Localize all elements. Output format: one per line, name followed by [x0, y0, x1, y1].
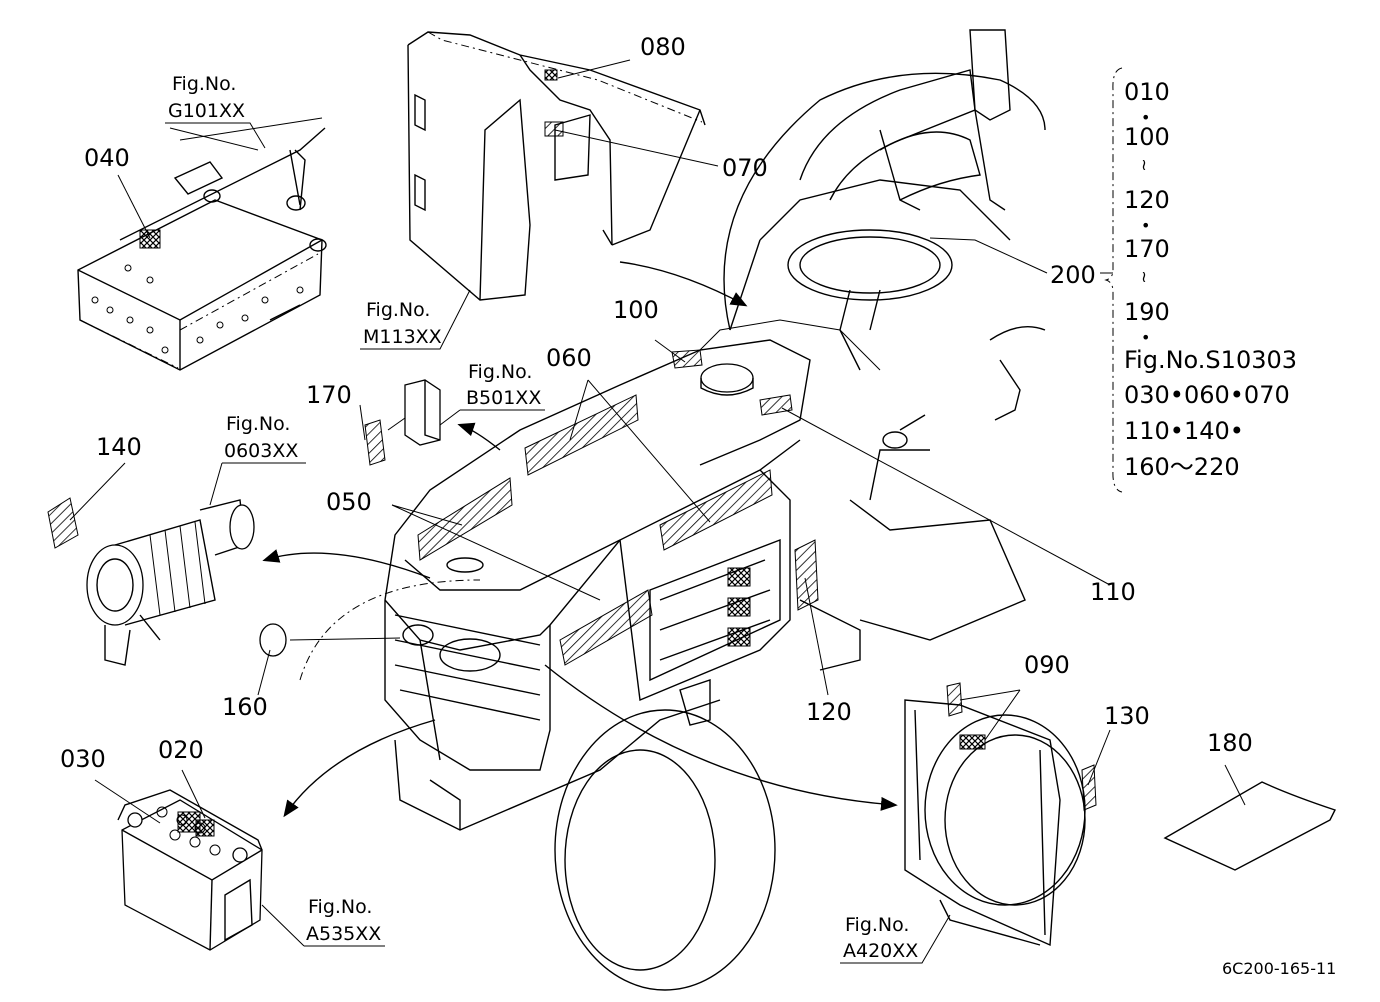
callout-130: 130 [1104, 702, 1150, 730]
radiator-shroud [904, 682, 1097, 947]
arrows [262, 261, 898, 818]
callout-060: 060 [546, 344, 592, 372]
tractor-body [299, 29, 1046, 991]
legend-group: 010 • 100 ≀ 120 • 170 ≀ 190 • Fig.No.S10… [1100, 67, 1297, 493]
legend-line-9: 160～220 [1124, 453, 1240, 481]
emblem-160 [259, 623, 287, 657]
fig-ref-b501: B501XX [466, 387, 541, 409]
fig-label-g101: Fig.No. [172, 73, 236, 95]
module-b501 [404, 379, 441, 446]
drawing-code: 6C200-165-11 [1222, 959, 1336, 978]
frame-holes [91, 264, 304, 354]
legend-line-4: 170 [1124, 235, 1170, 263]
callout-110: 110 [1090, 578, 1136, 606]
legend-dot-3: • [1141, 328, 1150, 347]
decal-170 [364, 419, 386, 466]
leader-lines [69, 59, 1246, 824]
callout-040: 040 [84, 144, 130, 172]
callout-200: 200 [1050, 261, 1096, 289]
side-cover-panel [407, 31, 706, 301]
callout-090: 090 [1024, 651, 1070, 679]
callout-180: 180 [1207, 729, 1253, 757]
frame-assembly [77, 117, 327, 371]
callout-100: 100 [613, 296, 659, 324]
legend-dot-1: • [1141, 108, 1150, 127]
legend-line-6: Fig.No.S10303 [1124, 346, 1297, 374]
callout-070: 070 [722, 154, 768, 182]
legend-tilde-2: ≀ [1141, 267, 1147, 286]
fig-ref-m113: M113XX [363, 326, 442, 348]
legend-line-5: 190 [1124, 298, 1170, 326]
fig-label-b501: Fig.No. [468, 361, 532, 383]
fig-label-m113: Fig.No. [366, 299, 430, 321]
callout-080: 080 [640, 33, 686, 61]
fig-ref-a420: A420XX [843, 940, 918, 962]
manual-sheet-180 [1163, 781, 1336, 871]
callout-170: 170 [306, 381, 352, 409]
fig-ref-g101: G101XX [168, 100, 245, 122]
callout-140: 140 [96, 433, 142, 461]
fig-label-0603: Fig.No. [226, 413, 290, 435]
legend-dot-2: • [1141, 216, 1150, 235]
callout-120: 120 [806, 698, 852, 726]
callout-030: 030 [60, 745, 106, 773]
callout-160: 160 [222, 693, 268, 721]
fig-label-a535: Fig.No. [308, 896, 372, 918]
legend-line-7: 030•060•070 [1124, 381, 1290, 409]
callout-020: 020 [158, 736, 204, 764]
callout-050: 050 [326, 488, 372, 516]
legend-line-2: 100 [1124, 123, 1170, 151]
air-cleaner [47, 497, 255, 666]
fig-ref-a535: A535XX [306, 923, 381, 945]
fig-label-a420: Fig.No. [845, 914, 909, 936]
callout-numbers: 080 070 040 100 060 170 140 050 110 160 … [60, 33, 1253, 773]
fig-ref-0603: 0603XX [224, 440, 298, 462]
legend-line-8: 110•140• [1124, 417, 1244, 445]
legend-line-3: 120 [1124, 186, 1170, 214]
battery [117, 789, 263, 951]
legend-line-1: 010 [1124, 78, 1170, 106]
figure-references: Fig.No. G101XX Fig.No. M113XX Fig.No. B5… [165, 73, 951, 964]
legend-tilde-1: ≀ [1141, 155, 1147, 174]
